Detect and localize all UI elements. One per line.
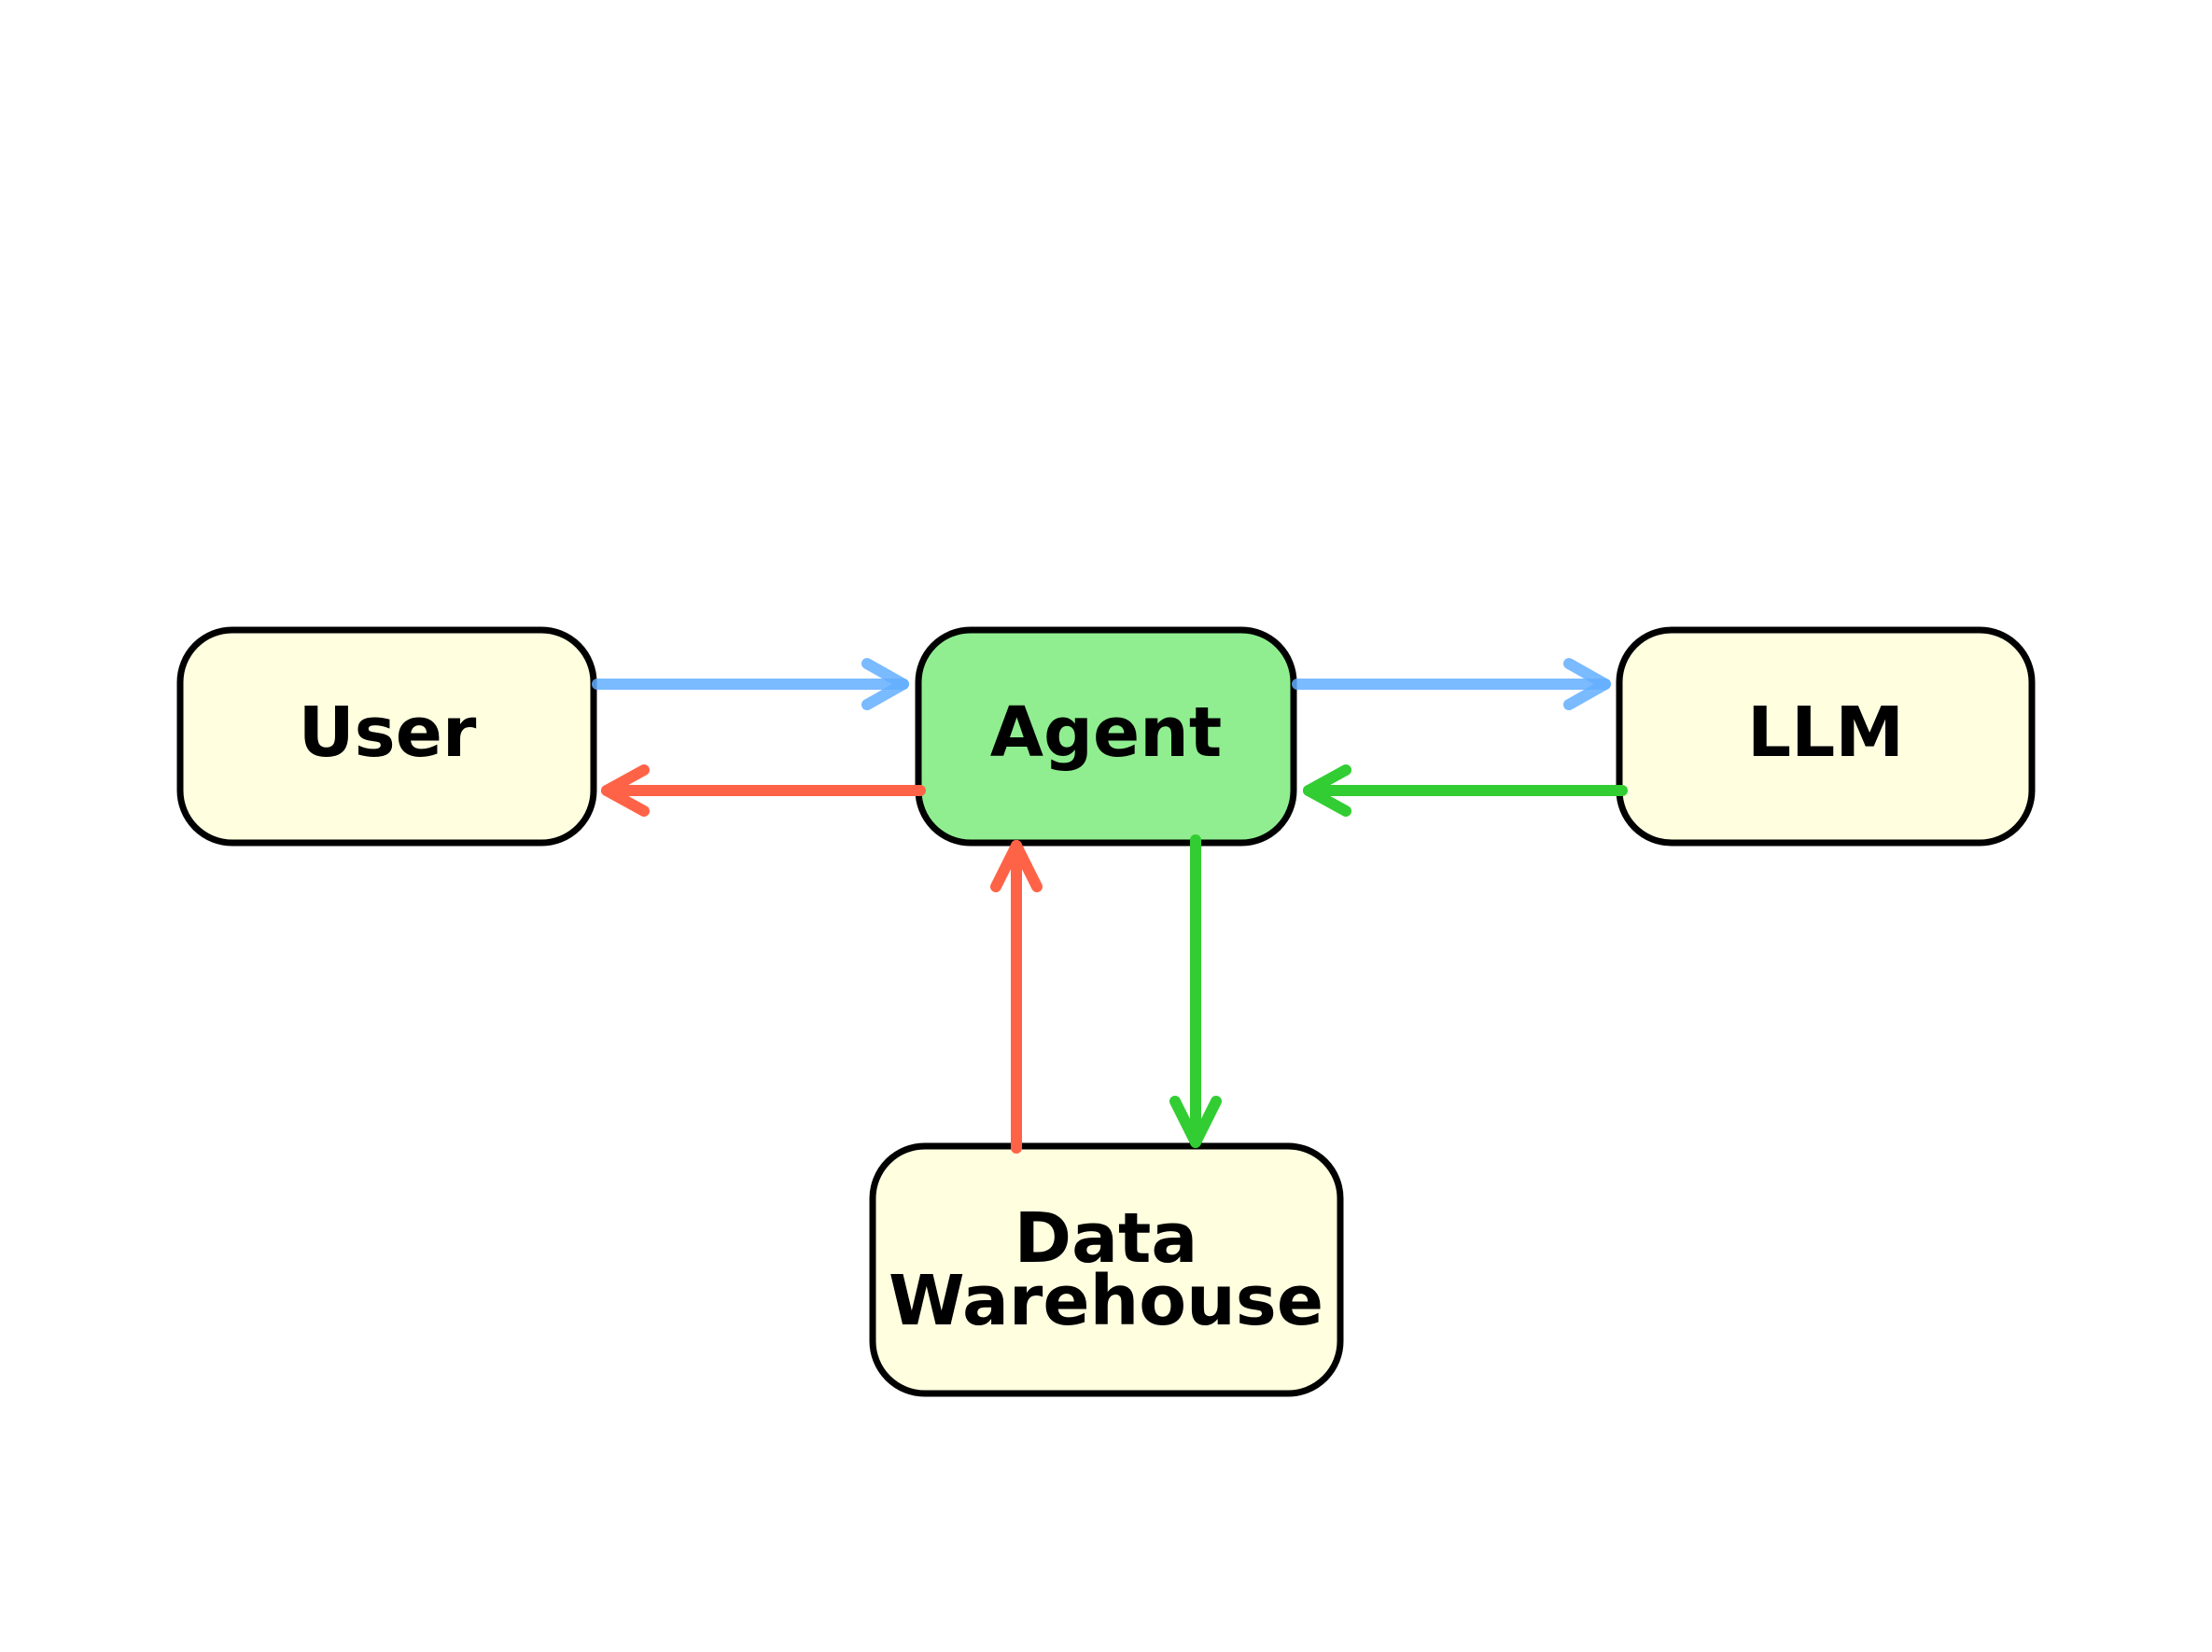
- node-data-warehouse: Data Warehouse: [869, 1142, 1344, 1397]
- node-llm: LLM: [1616, 626, 2036, 847]
- edge-data-warehouse-to-agent: [990, 840, 1043, 1154]
- node-agent-label: Agent: [990, 693, 1223, 773]
- arrowhead-right-icon: [1563, 658, 1611, 710]
- arrowhead-right-icon: [861, 658, 909, 710]
- edge-user-to-agent: [592, 658, 909, 710]
- node-agent: Agent: [915, 626, 1297, 847]
- node-data-warehouse-label-line2: Warehouse: [889, 1261, 1323, 1341]
- node-user-box: [176, 626, 597, 847]
- node-llm-box: [1616, 626, 2036, 847]
- arrowhead-up-icon: [990, 840, 1043, 892]
- node-user-label: User: [299, 693, 477, 773]
- arrowhead-down-icon: [1169, 1096, 1222, 1148]
- edge-agent-to-user: [601, 764, 926, 817]
- node-data-warehouse-label-line1: Data: [1015, 1198, 1198, 1279]
- arrowhead-left-icon: [1303, 764, 1351, 817]
- node-user: User: [176, 626, 597, 847]
- edge-agent-to-data-warehouse: [1169, 834, 1222, 1148]
- node-llm-label: LLM: [1747, 693, 1904, 773]
- arrowhead-left-icon: [601, 764, 650, 817]
- node-data-warehouse-box: [869, 1142, 1344, 1397]
- node-agent-box: [915, 626, 1297, 847]
- edge-agent-to-llm: [1292, 658, 1611, 710]
- edge-llm-to-agent: [1303, 764, 1628, 817]
